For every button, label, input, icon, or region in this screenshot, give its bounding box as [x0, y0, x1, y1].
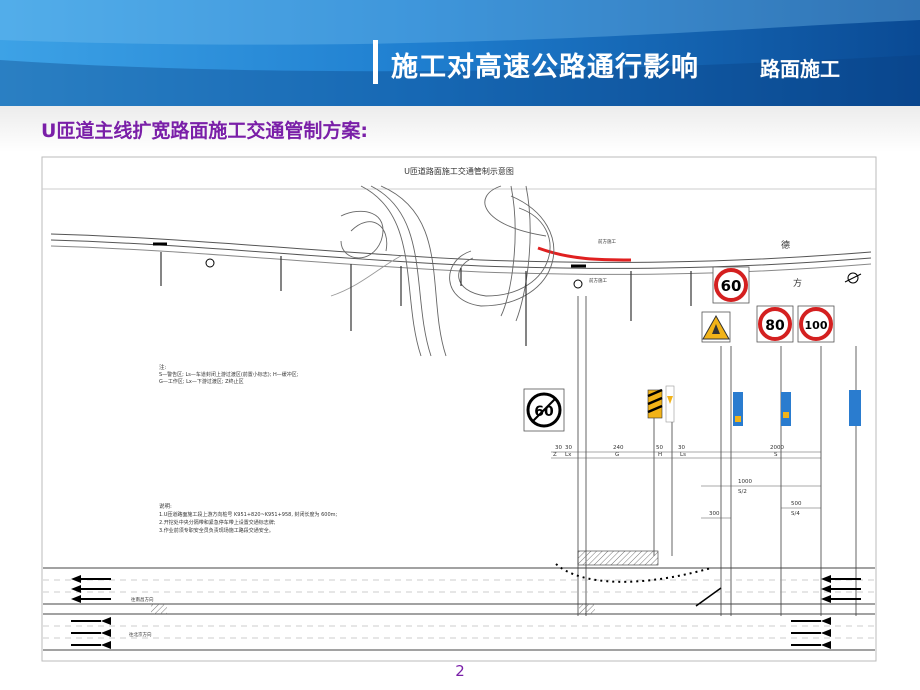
distance-label: 30: [565, 445, 572, 451]
desc-line: 2.开挖处中央分隔带和紧急停车带上设置交通标志牌;: [159, 519, 276, 526]
drawing-title: U匝道路面施工交通管制示意图: [404, 166, 514, 176]
header-divider: [373, 40, 378, 84]
annotation-ticks: [160, 252, 692, 346]
distance-label: 500: [791, 501, 802, 507]
work-zone: [577, 550, 659, 566]
notes-title: 注:: [159, 363, 167, 371]
construction-segment: [537, 246, 632, 262]
north-arrow-icon: [847, 272, 859, 284]
distance-label: 1000: [738, 479, 752, 485]
north-arrow-line: [844, 273, 862, 283]
notes-line: S—警告区; Ls—车道封闭上游过渡区(前置小标志); H—缓冲区;: [159, 371, 299, 378]
speed-limit-100-sign: 100: [797, 305, 835, 343]
svg-text:60: 60: [721, 277, 742, 295]
distance-label: 300: [709, 511, 720, 517]
zone-letter: G: [615, 452, 619, 458]
distance-label: 30: [678, 445, 685, 451]
road-label-de: 德: [781, 239, 790, 251]
road-label-fang: 方: [793, 277, 802, 289]
fraction-label: S/2: [738, 489, 747, 495]
header-background: [0, 0, 920, 106]
zone-letter: Ls: [680, 452, 686, 458]
svg-text:100: 100: [805, 319, 828, 332]
distance-label: 2000: [770, 445, 784, 451]
distance-label: 50: [656, 445, 663, 451]
lane-label: 往南昌方向: [131, 596, 154, 603]
traffic-control-diagram: U匝道路面施工交通管制示意图 德 方 注:: [41, 156, 877, 662]
lane-arrows: [71, 575, 861, 649]
svg-text:80: 80: [765, 318, 785, 334]
speed-limit-60-sign: 60: [712, 266, 750, 304]
slide-subtitle: 路面施工: [760, 57, 840, 81]
info-signs-blue: [733, 390, 861, 426]
slide-title: 施工对高速公路通行影响: [391, 52, 699, 83]
fraction-label: S/4: [791, 511, 800, 517]
barrier-board: [647, 385, 675, 423]
subheader-band: [0, 106, 920, 152]
zone-letter: Lx: [565, 452, 572, 458]
notes-line: G—工作区; Lx—下游过渡区; Z终止区: [159, 378, 244, 385]
distance-label: 240: [613, 445, 624, 451]
marker-circle: [205, 258, 215, 268]
desc-title: 说明:: [159, 502, 172, 510]
distance-label: 30: [555, 445, 562, 451]
sign-text: 前方施工: [589, 277, 607, 284]
speed-limit-lift-sign: 60: [523, 388, 565, 432]
section-heading: U匝道主线扩宽路面施工交通管制方案:: [41, 120, 369, 142]
lane-diagram: [43, 563, 875, 651]
warning-triangle-sign: [701, 311, 731, 343]
speed-limit-80-sign: 80: [756, 305, 794, 343]
sign-text: 前方施工: [598, 238, 616, 245]
lane-label: 往北京方向: [129, 631, 152, 638]
zone-letter: Z: [553, 452, 557, 458]
desc-line: 1.U匝道路面施工段上游方向桩号 K951+820~K951+958, 封闭长度…: [159, 511, 338, 518]
desc-line: 3.作业前须专职安全员负责现场施工路段交通安全。: [159, 527, 274, 534]
zone-letter: H: [658, 452, 662, 458]
zone-letter: S: [774, 452, 778, 458]
slide-header: 施工对高速公路通行影响 路面施工: [0, 0, 920, 106]
marker-circle: [573, 279, 583, 289]
interchange-ramps: [330, 185, 555, 357]
page-number: 2: [455, 662, 465, 680]
